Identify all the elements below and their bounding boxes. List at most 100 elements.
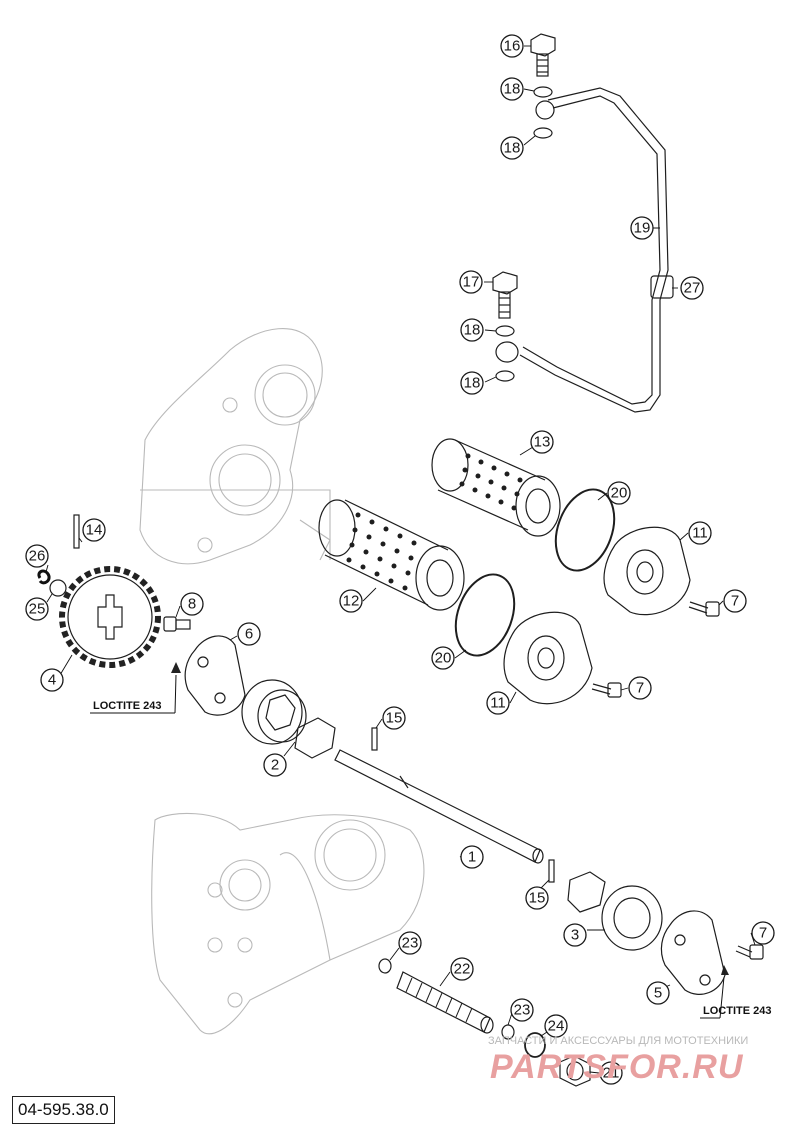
loctite-leader-right	[700, 976, 725, 1019]
svg-text:18: 18	[504, 140, 521, 157]
svg-text:20: 20	[435, 650, 452, 667]
svg-text:20: 20	[611, 485, 628, 502]
callout-19: 19	[630, 216, 654, 240]
screw-7-b	[591, 682, 622, 698]
callout-16: 16	[500, 34, 524, 58]
bolt-8	[163, 616, 191, 673]
callout-11-b: 11	[486, 691, 510, 715]
svg-text:25: 25	[29, 601, 46, 618]
callout-22: 22	[450, 957, 474, 981]
svg-text:6: 6	[245, 626, 253, 643]
svg-text:18: 18	[464, 322, 481, 339]
callout-7-a: 7	[723, 589, 747, 613]
part-code-label: 04-595.38.0	[12, 1096, 115, 1124]
svg-text:11: 11	[490, 695, 506, 712]
screw-7-c	[721, 944, 764, 975]
callout-27: 27	[680, 276, 704, 300]
callout-18-b: 18	[500, 136, 524, 160]
oil-filter-13	[431, 438, 561, 537]
pump-shaft-1	[334, 749, 544, 864]
circlip-26	[37, 569, 51, 585]
oil-line-19	[519, 87, 674, 413]
filter-cover-11-lower	[503, 611, 593, 705]
callout-12: 12	[339, 589, 363, 613]
svg-text:7: 7	[759, 925, 767, 942]
svg-text:7: 7	[731, 593, 739, 610]
o-ring-23-left	[378, 958, 392, 974]
engine-case-upper-outline	[139, 328, 331, 565]
svg-text:14: 14	[86, 522, 103, 539]
callout-11-a: 11	[688, 521, 712, 545]
oil-strainer-22	[396, 971, 494, 1034]
svg-text:11: 11	[692, 525, 708, 542]
loctite-label-right: LOCTITE 243	[703, 1005, 771, 1017]
svg-text:19: 19	[634, 220, 651, 237]
drain-plug-21	[559, 1055, 591, 1087]
callout-18-c: 18	[460, 318, 484, 342]
callout-23-a: 23	[398, 931, 422, 955]
callout-8: 8	[180, 592, 204, 616]
callout-3: 3	[563, 923, 587, 947]
o-ring-20-lower	[454, 573, 516, 657]
filter-cover-11-upper	[603, 526, 691, 616]
svg-text:21: 21	[603, 1065, 620, 1082]
svg-text:7: 7	[636, 680, 644, 697]
svg-text:18: 18	[464, 375, 481, 392]
callout-17: 17	[459, 270, 483, 294]
svg-text:27: 27	[684, 280, 701, 297]
oil-filter-12	[318, 499, 465, 611]
loctite-leader-left	[90, 674, 177, 714]
pin-15-upper	[371, 727, 378, 751]
svg-text:26: 26	[29, 548, 46, 565]
engine-case-lower-outline	[151, 812, 425, 1035]
callout-13: 13	[530, 430, 554, 454]
callout-1: 1	[460, 845, 484, 869]
callout-15-a: 15	[382, 706, 406, 730]
svg-text:1: 1	[468, 849, 476, 866]
screw-7-a	[688, 601, 720, 617]
callout-18-d: 18	[460, 371, 484, 395]
callout-15-b: 15	[525, 886, 549, 910]
washer-25	[49, 579, 67, 597]
svg-text:15: 15	[529, 890, 546, 907]
svg-text:23: 23	[402, 935, 419, 952]
banjo-bolt-16	[530, 33, 556, 139]
callout-21: 21	[599, 1061, 623, 1085]
callout-4: 4	[40, 668, 64, 692]
callout-23-b: 23	[510, 998, 534, 1022]
svg-text:12: 12	[343, 593, 360, 610]
callout-2: 2	[263, 753, 287, 777]
svg-text:22: 22	[454, 961, 471, 978]
pin-15-lower	[548, 859, 555, 883]
svg-text:15: 15	[386, 710, 403, 727]
callout-26: 26	[25, 544, 49, 568]
callout-14: 14	[82, 518, 106, 542]
pump-cover-6	[184, 635, 246, 716]
callout-5: 5	[646, 981, 670, 1005]
svg-text:8: 8	[188, 596, 196, 613]
svg-text:4: 4	[48, 672, 56, 689]
callout-20-b: 20	[431, 646, 455, 670]
gear-4	[59, 566, 161, 668]
svg-text:16: 16	[504, 38, 521, 55]
svg-text:13: 13	[534, 434, 551, 451]
watermark-brand: PARTSFOR.RU	[490, 1048, 744, 1086]
callout-18-a: 18	[500, 77, 524, 101]
svg-text:17: 17	[463, 274, 480, 291]
pump-rotor-3	[567, 871, 663, 951]
pump-cover-5	[660, 910, 726, 995]
callout-7-b: 7	[628, 676, 652, 700]
svg-text:5: 5	[654, 985, 662, 1002]
pump-rotor-2	[241, 679, 336, 759]
callout-6: 6	[237, 622, 261, 646]
svg-text:2: 2	[271, 757, 279, 774]
callout-25: 25	[25, 597, 49, 621]
svg-text:23: 23	[514, 1002, 531, 1019]
o-ring-24	[524, 1032, 546, 1058]
svg-text:18: 18	[504, 81, 521, 98]
watermark-caption: ЗАПЧАСТИ И АКСЕССУАРЫ ДЛЯ МОТОТЕХНИКИ	[488, 1035, 748, 1047]
callout-24: 24	[544, 1014, 568, 1038]
callout-20-a: 20	[607, 481, 631, 505]
svg-text:24: 24	[548, 1018, 565, 1035]
